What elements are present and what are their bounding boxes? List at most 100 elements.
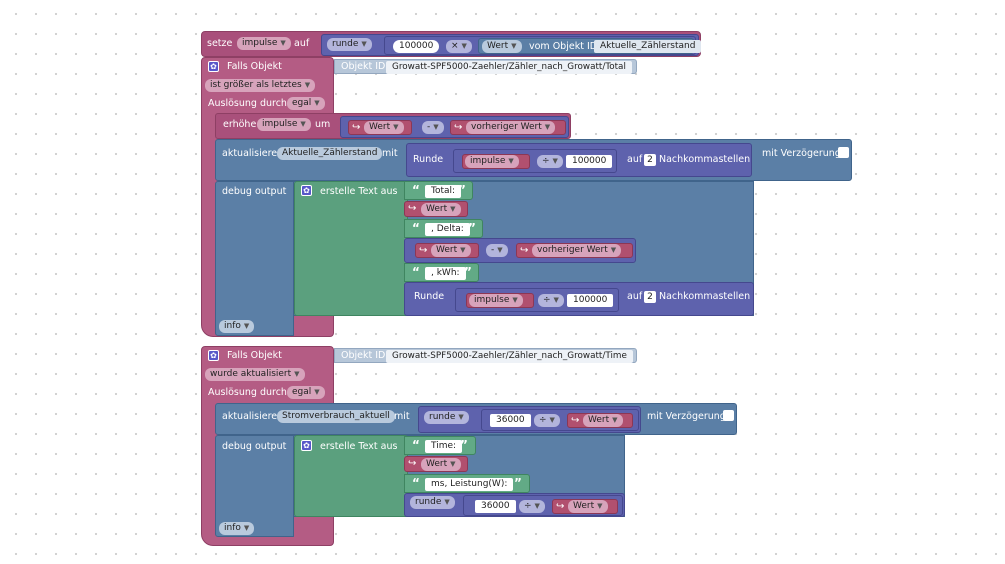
state-dropdown[interactable]: Stromverbrauch_aktuell <box>277 410 395 423</box>
operator-dropdown[interactable]: ÷▼ <box>537 155 563 168</box>
object-id-block-1[interactable]: Objekt ID Growatt-SPF5000-Zaehler/Zähler… <box>334 59 637 74</box>
variable-dropdown[interactable]: impulse▼ <box>257 118 311 131</box>
set-variable-block[interactable]: setze impulse▼ auf runde▼ 100000 ×▼ Wert… <box>201 31 702 57</box>
previous-value-variable[interactable]: ↪ vorheriger Wert▼ <box>450 120 566 135</box>
chevron-down-icon: ▼ <box>460 246 466 254</box>
increment-block[interactable]: erhöhe impulse▼ um ↪ Wert▼ -▼ ↪ vorherig… <box>215 113 571 139</box>
divide-block[interactable]: impulse▼ ÷▼ 100000 <box>455 288 619 312</box>
trigger-by-label: Auslösung durch <box>208 98 287 109</box>
text-item-power[interactable]: “ ms, Leistung(W): ” <box>404 474 530 493</box>
text-item-delta[interactable]: “ , Delta: ” <box>404 219 483 238</box>
text-item-time[interactable]: “ Time: ” <box>404 436 476 455</box>
round-block[interactable]: runde▼ 100000 ×▼ Wert▼ vom Objekt ID Akt… <box>321 34 702 56</box>
variable-arrow-icon: ↪ <box>520 245 529 256</box>
operator-dropdown[interactable]: ×▼ <box>446 40 472 53</box>
text-field[interactable]: Total: <box>425 185 462 198</box>
trigger-by-dropdown[interactable]: egal▼ <box>287 386 325 399</box>
log-level-dropdown[interactable]: info▼ <box>219 320 255 333</box>
round-block[interactable]: Runde impulse▼ ÷▼ 100000 auf 2 Nachkomma… <box>404 282 754 316</box>
variable-dropdown[interactable]: impulse▼ <box>237 37 291 50</box>
variable-dropdown[interactable]: impulse▼ <box>469 294 523 307</box>
state-dropdown[interactable]: Aktuelle_Zählerstand <box>277 147 383 160</box>
number-field[interactable]: 36000 <box>490 414 531 427</box>
object-id-field[interactable]: Growatt-SPF5000-Zaehler/Zähler_nach_Grow… <box>386 61 632 74</box>
value-dropdown[interactable]: Wert▼ <box>421 203 461 216</box>
divide-block[interactable]: 36000 ÷▼ ↪ Wert▼ <box>481 409 639 431</box>
value-dropdown[interactable]: Wert▼ <box>568 500 608 513</box>
text-field[interactable]: , kWh: <box>425 267 466 280</box>
text-item-kwh[interactable]: “ , kWh: ” <box>404 263 479 282</box>
previous-value-dropdown[interactable]: vorheriger Wert▼ <box>532 244 622 257</box>
decimals-label: Nachkommastellen <box>659 154 751 165</box>
round-dropdown[interactable]: runde▼ <box>410 496 455 509</box>
value-dropdown[interactable]: Wert▼ <box>364 121 404 134</box>
operator-dropdown[interactable]: ÷▼ <box>519 500 545 513</box>
debug-output-block-2[interactable]: debug output info▼ <box>215 435 294 537</box>
open-quote-icon: “ <box>412 183 420 197</box>
trigger-label: Falls Objekt <box>227 61 282 72</box>
gear-icon[interactable]: ✿ <box>301 440 312 451</box>
object-id-field[interactable]: Aktuelle_Zählerstand <box>594 40 702 53</box>
subtract-block[interactable]: ↪ Wert▼ -▼ ↪ vorheriger Wert▼ <box>404 238 636 263</box>
round-dropdown[interactable]: runde▼ <box>424 411 469 424</box>
value-variable[interactable]: ↪ Wert▼ <box>552 499 618 514</box>
number-field[interactable]: 100000 <box>566 155 613 168</box>
delay-checkbox[interactable] <box>723 410 734 421</box>
object-id-field[interactable]: Growatt-SPF5000-Zaehler/Zähler_nach_Grow… <box>386 350 633 363</box>
divide-block[interactable]: 36000 ÷▼ ↪ Wert▼ <box>463 495 623 516</box>
multiply-block[interactable]: 100000 ×▼ Wert▼ vom Objekt ID Aktuelle_Z… <box>384 36 702 55</box>
round-block[interactable]: Runde impulse▼ ÷▼ 100000 auf 2 Nachkomma… <box>406 143 752 177</box>
decimals-field[interactable]: 2 <box>644 154 656 166</box>
number-field[interactable]: 100000 <box>567 294 614 307</box>
value-variable[interactable]: ↪ Wert▼ <box>348 120 412 135</box>
number-field[interactable]: 100000 <box>393 40 440 53</box>
value-variable[interactable]: ↪ Wert▼ <box>415 243 479 258</box>
object-id-block-2[interactable]: Objekt ID Growatt-SPF5000-Zaehler/Zähler… <box>334 348 637 363</box>
increment-label: erhöhe <box>223 119 257 130</box>
value-dropdown[interactable]: Wert▼ <box>583 414 623 427</box>
round-dropdown[interactable]: runde▼ <box>327 38 372 51</box>
text-item-total[interactable]: “ Total: ” <box>404 181 473 200</box>
debug-output-block-1[interactable]: debug output info▼ <box>215 181 294 336</box>
subtract-block[interactable]: ↪ Wert▼ -▼ ↪ vorheriger Wert▼ <box>340 116 569 138</box>
previous-value-variable[interactable]: ↪ vorheriger Wert▼ <box>516 243 633 258</box>
variable-dropdown[interactable]: impulse▼ <box>465 155 519 168</box>
create-text-block-1[interactable]: ✿ erstelle Text aus <box>294 181 408 316</box>
operator-dropdown[interactable]: -▼ <box>422 121 444 134</box>
operator-dropdown[interactable]: ÷▼ <box>538 294 564 307</box>
gear-icon[interactable]: ✿ <box>301 185 312 196</box>
value-dropdown[interactable]: Wert▼ <box>421 458 461 471</box>
value-variable[interactable]: ↪ Wert▼ <box>404 201 468 217</box>
value-variable[interactable]: ↪ Wert▼ <box>567 413 633 428</box>
text-field[interactable]: Time: <box>425 440 463 453</box>
debug-label: debug output <box>222 186 287 197</box>
divide-block[interactable]: impulse▼ ÷▼ 100000 <box>453 149 617 173</box>
previous-value-dropdown[interactable]: vorheriger Wert▼ <box>466 121 556 134</box>
operator-dropdown[interactable]: ÷▼ <box>534 414 560 427</box>
value-dropdown[interactable]: Wert▼ <box>431 244 471 257</box>
update-block-2[interactable]: aktualisiere Stromverbrauch_aktuell mit … <box>215 403 737 435</box>
get-value-block[interactable]: Wert▼ vom Objekt ID Aktuelle_Zählerstand <box>478 38 702 54</box>
round-block[interactable]: runde▼ 36000 ÷▼ ↪ Wert▼ <box>404 493 625 517</box>
number-field[interactable]: 36000 <box>475 500 516 513</box>
create-text-block-2[interactable]: ✿ erstelle Text aus <box>294 435 408 517</box>
create-text-label: erstelle Text aus <box>320 186 398 197</box>
value-variable[interactable]: ↪ Wert▼ <box>404 456 468 472</box>
condition-dropdown[interactable]: wurde aktualisiert▼ <box>205 368 305 381</box>
text-field[interactable]: , Delta: <box>425 223 470 236</box>
impulse-variable[interactable]: impulse▼ <box>462 154 530 169</box>
log-level-dropdown[interactable]: info▼ <box>219 522 255 535</box>
condition-dropdown[interactable]: ist größer als letztes▼ <box>205 79 316 92</box>
trigger-by-dropdown[interactable]: egal▼ <box>287 97 325 110</box>
impulse-variable[interactable]: impulse▼ <box>466 293 534 308</box>
value-dropdown[interactable]: Wert▼ <box>482 40 522 53</box>
delay-checkbox[interactable] <box>838 147 849 158</box>
decimals-field[interactable]: 2 <box>644 291 656 303</box>
update-block-1[interactable]: aktualisiere Aktuelle_Zählerstand mit Ru… <box>215 139 852 181</box>
text-field[interactable]: ms, Leistung(W): <box>425 478 514 491</box>
operator-dropdown[interactable]: -▼ <box>486 244 508 257</box>
gear-icon[interactable]: ✿ <box>208 350 219 361</box>
gear-icon[interactable]: ✿ <box>208 61 219 72</box>
round-block[interactable]: runde▼ 36000 ÷▼ ↪ Wert▼ <box>418 406 641 433</box>
